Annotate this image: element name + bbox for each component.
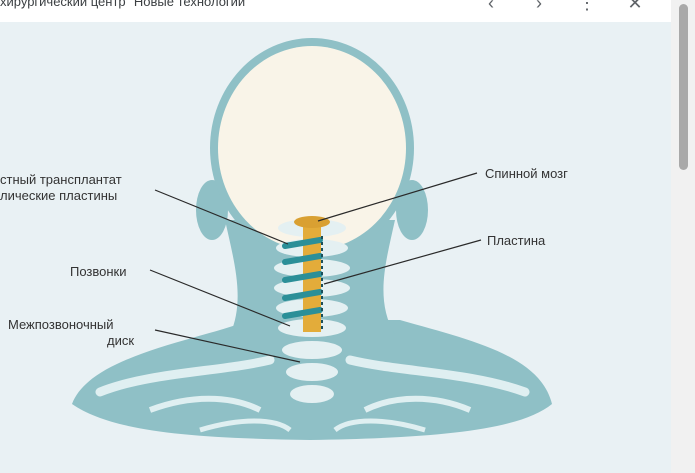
anatomy-diagram (72, 38, 552, 440)
rib-right (333, 418, 426, 433)
clavicle-left (95, 355, 275, 397)
chevron-left-icon[interactable]: ‹ (488, 0, 494, 13)
rib-left (199, 418, 292, 433)
viewer-header: хирургический центр "Новые технологии" ‹… (0, 0, 695, 22)
label-bone-graft-2: лические пластины (0, 188, 118, 203)
scrollbar[interactable] (671, 0, 695, 473)
label-disc-2: диск (107, 333, 135, 348)
label-disc-1: Межпозвоночный (8, 317, 114, 332)
scrollbar-thumb[interactable] (679, 4, 688, 170)
metal-plates (282, 237, 323, 319)
clavicle-right (345, 355, 530, 397)
page-title: хирургический центр "Новые технологии" (0, 0, 250, 9)
label-plate: Пластина (487, 233, 546, 248)
skull-shape (218, 46, 406, 250)
leader-lines (149, 172, 482, 363)
close-icon[interactable]: ✕ (627, 0, 643, 13)
label-bone-graft-1: стный трансплантат (0, 172, 122, 187)
chevron-right-icon[interactable]: › (536, 0, 542, 13)
label-spinal-cord: Спинной мозг (485, 166, 568, 181)
scapula-left (148, 395, 262, 413)
more-vertical-icon[interactable]: ⋮ (578, 0, 596, 13)
neck-surgery-illustration: стный трансплантат лические пластины Поз… (0, 22, 671, 473)
label-vertebrae: Позвонки (70, 264, 127, 279)
scapula-right (363, 395, 472, 413)
spinal-cord-top (294, 216, 330, 228)
